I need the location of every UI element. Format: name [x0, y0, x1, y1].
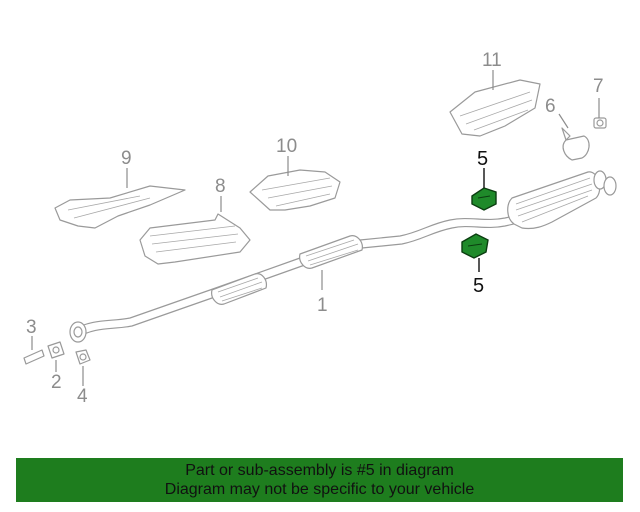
- heat-shield-11: [449, 79, 541, 137]
- hanger-insulator-5-top[interactable]: [471, 187, 497, 211]
- stud-3: [23, 349, 45, 365]
- exhaust-pipe-assembly: [69, 170, 617, 343]
- callout-3: 3: [26, 317, 37, 338]
- gasket-2: [47, 341, 65, 359]
- heat-shield-8: [139, 213, 251, 265]
- heat-shield-10: [249, 169, 341, 211]
- nut-4: [75, 349, 91, 365]
- callout-9: 9: [121, 148, 132, 169]
- info-banner: Part or sub-assembly is #5 in diagram Di…: [16, 458, 623, 502]
- callout-11: 11: [482, 50, 502, 71]
- leader-lines: [31, 70, 600, 386]
- banner-line-1: Part or sub-assembly is #5 in diagram: [185, 462, 454, 479]
- callout-5-top: 5: [477, 148, 488, 170]
- callout-2: 2: [51, 372, 62, 393]
- callout-6: 6: [545, 96, 556, 117]
- callout-4: 4: [77, 386, 88, 407]
- heat-shield-9: [54, 185, 186, 229]
- hanger-insulator-5-bottom[interactable]: [461, 233, 489, 259]
- callout-5-bottom: 5: [473, 275, 484, 297]
- banner-line-2: Diagram may not be specific to your vehi…: [164, 481, 475, 498]
- bolt-7: [593, 117, 607, 129]
- callout-7: 7: [593, 76, 604, 97]
- callout-10: 10: [276, 136, 297, 157]
- callout-8: 8: [215, 176, 226, 197]
- callout-1: 1: [317, 295, 328, 316]
- insulator-6: [561, 127, 590, 161]
